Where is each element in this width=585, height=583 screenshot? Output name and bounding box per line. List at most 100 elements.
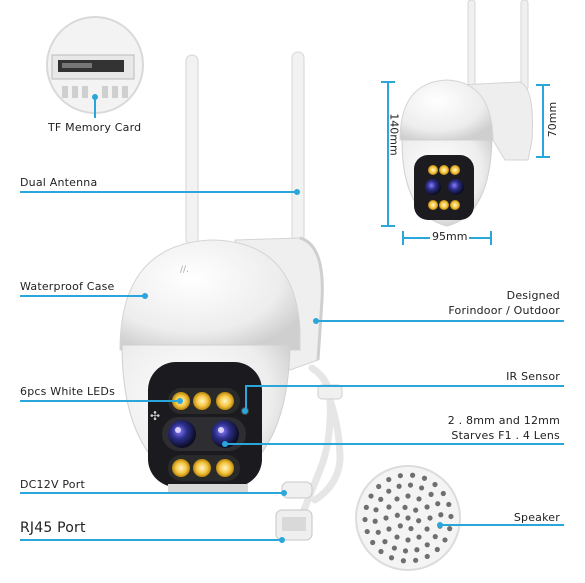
- lens-pair: [162, 417, 246, 451]
- callout-line-ir-vertical: [245, 385, 247, 410]
- callout-dot-designed: [313, 318, 319, 324]
- speaker-hole: [447, 526, 453, 532]
- speaker-hole: [405, 493, 411, 499]
- speaker-hole: [440, 490, 446, 497]
- speaker-hole: [410, 472, 416, 478]
- speaker-hole: [373, 507, 379, 513]
- speaker-hole: [424, 542, 430, 548]
- callout-line-ir: [247, 385, 564, 387]
- label-rj45-port: RJ45 Port: [20, 520, 86, 536]
- label-waterproof-case: Waterproof Case: [20, 280, 115, 293]
- speaker-hole: [391, 545, 398, 551]
- callout-dot-speaker: [437, 522, 443, 528]
- callout-dot-rj45: [279, 537, 285, 543]
- callout-dot-case: [142, 293, 148, 299]
- speaker-hole: [397, 473, 403, 479]
- label-tf-card: TF Memory Card: [48, 121, 142, 134]
- label-white-leds: 6pcs White LEDs: [20, 385, 116, 398]
- callout-line-rj45: [20, 539, 282, 541]
- speaker-hole: [402, 504, 408, 511]
- speaker-hole: [372, 518, 378, 524]
- speaker-hole: [363, 504, 369, 510]
- label-designed-1: Designed: [506, 289, 560, 302]
- led-row-bottom: [168, 455, 240, 481]
- speaker-hole: [416, 534, 422, 540]
- speaker-hole: [442, 537, 448, 543]
- callout-line-leds: [20, 400, 180, 402]
- speaker-hole: [386, 504, 392, 510]
- speaker-hole: [368, 493, 374, 499]
- speaker-hole: [386, 526, 392, 532]
- main-dome: //.: [119, 239, 301, 351]
- callout-dot-leds: [177, 398, 183, 404]
- speaker-hole: [375, 529, 381, 535]
- callout-dot-lens: [222, 441, 228, 447]
- speaker-hole: [446, 501, 452, 508]
- speaker-hole: [434, 546, 440, 553]
- speaker-hole: [397, 523, 403, 529]
- speaker-hole: [438, 512, 444, 518]
- speaker-hole: [386, 488, 392, 494]
- speaker-hole: [427, 515, 433, 521]
- speaker-hole: [421, 475, 428, 481]
- speaker-hole: [424, 553, 430, 560]
- speaker-hole: [394, 534, 400, 540]
- speaker-hole: [405, 537, 411, 543]
- speaker-hole: [416, 496, 422, 502]
- speaker-hole: [424, 504, 430, 510]
- speaker-hole: [405, 515, 411, 521]
- dimension-height: 140mm: [387, 113, 401, 156]
- speaker-hole: [448, 513, 454, 520]
- speaker-hole: [408, 525, 414, 532]
- callout-line-dc: [20, 492, 284, 494]
- callout-line-designed: [316, 320, 564, 322]
- speaker-hole: [362, 516, 368, 523]
- speaker-hole: [413, 557, 419, 563]
- speaker-detail: [355, 465, 461, 571]
- speaker-hole: [386, 476, 392, 483]
- speaker-hole: [364, 528, 370, 535]
- label-lens-2: Starves F1 . 4 Lens: [451, 429, 560, 442]
- speaker-hole: [378, 548, 384, 555]
- speaker-hole: [432, 534, 438, 540]
- main-antennas: [185, 51, 305, 246]
- led-row-top: [168, 388, 240, 414]
- dimension-lines: [381, 81, 550, 245]
- speaker-hole: [416, 518, 422, 524]
- speaker-hole: [402, 548, 409, 554]
- speaker-hole: [376, 483, 382, 490]
- callout-line-antenna: [20, 191, 297, 193]
- speaker-hole: [418, 485, 425, 491]
- callout-dot-dc: [281, 490, 287, 496]
- dimension-depth: 70mm: [546, 101, 560, 138]
- label-speaker: Speaker: [513, 511, 560, 524]
- speaker-hole: [407, 482, 414, 488]
- small-camera: [399, 0, 533, 227]
- speaker-hole: [378, 496, 384, 502]
- callout-dot-antenna: [294, 189, 300, 195]
- label-designed-2: Forindoor / Outdoor: [448, 304, 560, 317]
- label-dual-antenna: Dual Antenna: [20, 176, 98, 189]
- label-ir-sensor: IR Sensor: [506, 370, 560, 383]
- callout-line-speaker: [440, 524, 564, 526]
- dimension-width: 95mm: [430, 230, 470, 243]
- callout-line-lens: [225, 443, 564, 445]
- speaker-hole: [388, 555, 395, 561]
- cable-connectors: [275, 384, 343, 541]
- label-dc-port: DC12V Port: [20, 478, 85, 491]
- speaker-hole: [413, 507, 419, 513]
- speaker-hole: [370, 539, 376, 546]
- label-lens-1: 2 . 8mm and 12mm: [447, 414, 560, 427]
- speaker-hole: [394, 496, 400, 502]
- speaker-hole: [428, 491, 434, 497]
- speaker-hole: [383, 515, 389, 521]
- speaker-hole: [396, 483, 402, 489]
- speaker-hole: [414, 547, 420, 553]
- speaker-hole: [400, 558, 406, 564]
- speaker-hole: [435, 501, 441, 507]
- speaker-hole: [394, 512, 400, 518]
- callout-dot-ir: [242, 408, 248, 414]
- speaker-hole: [382, 539, 388, 545]
- speaker-hole: [432, 481, 438, 488]
